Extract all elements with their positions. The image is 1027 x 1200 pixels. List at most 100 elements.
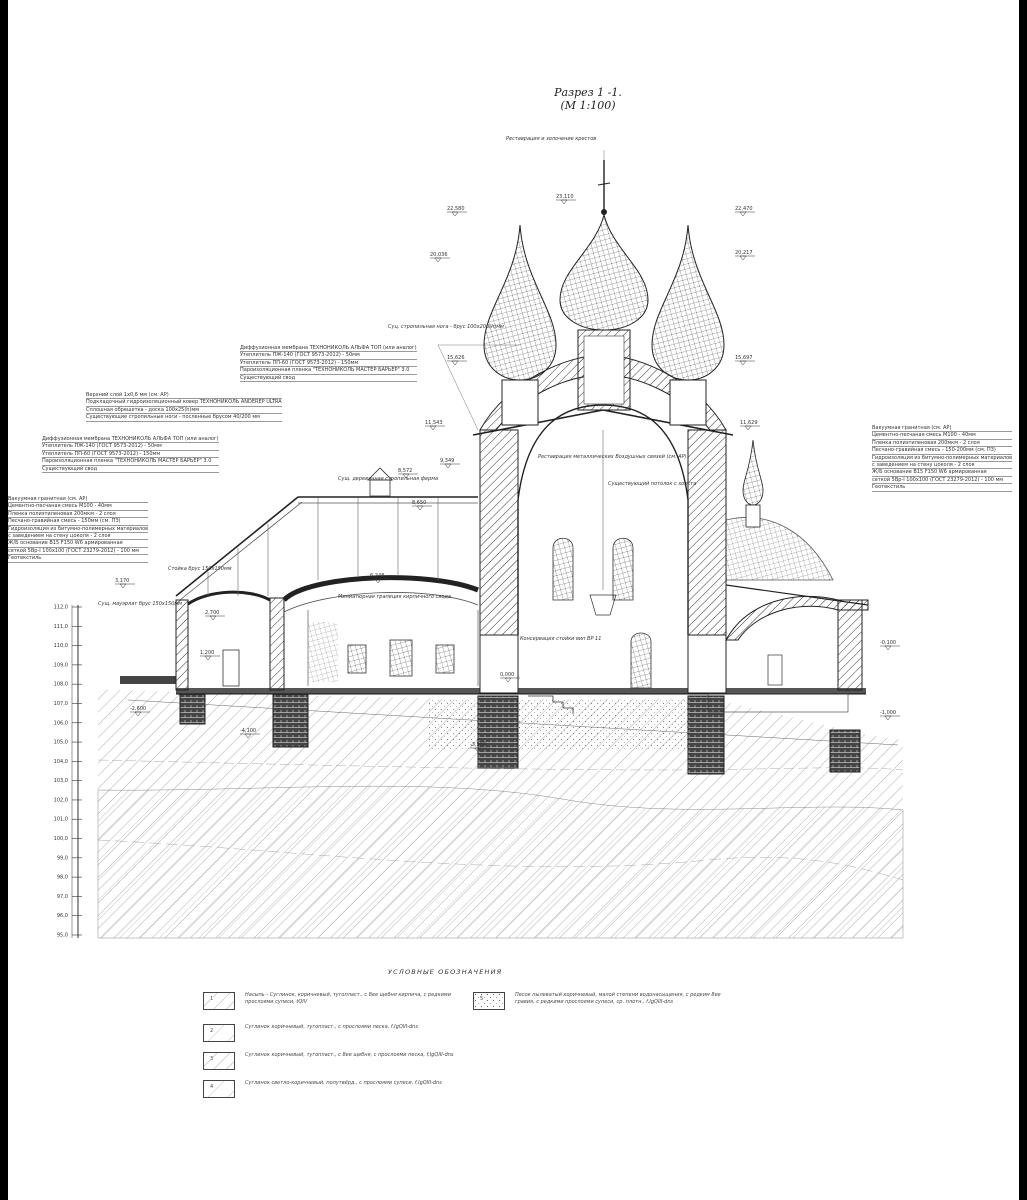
elevation-mark <box>447 360 467 366</box>
scale-tick-label: 108,0 <box>54 682 68 688</box>
scale-tick-label: 101,0 <box>54 817 68 823</box>
callouts: Реставрация и золочение крестов Суц. стр… <box>98 136 696 642</box>
note-roof-slope: Верхний слой 1x0,6 мм (см. АР) Подкладоч… <box>86 392 282 422</box>
elevation-label: 22,580 <box>447 206 465 212</box>
elevation-mark <box>130 711 150 717</box>
scale-tick-label: 109,0 <box>54 662 68 668</box>
elevation-label: 6,248 <box>370 573 384 579</box>
elevation-mark <box>470 747 490 753</box>
elevation-label: 22,470 <box>735 206 753 212</box>
elevation-label: 11,629 <box>740 420 758 426</box>
note-roof-upper: Диффузионная мембрана ТЕХНОНИКОЛЬ АЛЬФА … <box>240 345 417 383</box>
scale-tick-label: 97,0 <box>57 894 68 900</box>
elevation-mark <box>735 360 755 366</box>
drawing-sheet: Разрез 1 -1. (М 1:100) <box>8 0 1019 1200</box>
legend-item-loam-1: 2 Суглинок коричневый, тугопласт., с про… <box>203 1024 460 1042</box>
elevation-mark <box>500 677 520 683</box>
elevation-label: -4,100 <box>240 728 256 734</box>
refectory-section <box>175 467 479 691</box>
legend-title: УСЛОВНЫЕ ОБОЗНАЧЕНИЯ <box>388 968 503 976</box>
elevation-mark <box>556 199 576 205</box>
elevation-mark <box>735 211 755 217</box>
scale-tick-label: 105,0 <box>54 740 68 746</box>
elevation-label: 11,543 <box>425 420 443 426</box>
foundations <box>179 691 861 775</box>
scale-tick-label: 111,0 <box>54 624 68 630</box>
section-scale: (М 1:100) <box>560 99 616 112</box>
elevation-mark <box>398 473 418 479</box>
elevation-mark <box>412 505 432 511</box>
elevation-label: 8,650 <box>412 500 426 506</box>
note-floor-right: Вакуумная гранитная (см. АР) Цементно-пе… <box>872 425 1013 492</box>
callout-stand: Стойка брус 150х150мм <box>168 566 232 572</box>
elevation-label: -1,000 <box>880 710 896 716</box>
scale-tick-label: 96,0 <box>57 913 68 919</box>
legend-swatch: 2 <box>203 1024 235 1042</box>
section-title: Разрез 1 -1. (М 1:100) <box>488 86 688 112</box>
elevation-label: 20,217 <box>735 250 753 256</box>
section-drawing: 112,0 111,0 110,0 109,0 108,0 107,0 106,0 105,0… <box>54 136 904 939</box>
section-title-line1: Разрез 1 -1. <box>554 86 622 99</box>
elevation-label: 8,572 <box>398 468 412 474</box>
callout-conservation: Консервация стойки вип ВР 11 <box>520 636 601 642</box>
elevation-label: -2,600 <box>130 706 146 712</box>
legend-item-loam-2: 3 Суглинок коричневый, тугопласт., с 8ее… <box>203 1052 460 1070</box>
note-floor-left: Вакуумная гранитная (см. АР) Цементно-пе… <box>8 496 149 563</box>
scale-tick-label: 98,0 <box>57 875 68 881</box>
floor-slab <box>120 676 866 713</box>
legend-item-loam-3: 4 Суглинок светло-коричневый, полутвёрд.… <box>203 1080 460 1098</box>
elevation-label: 2,700 <box>205 610 219 616</box>
elevation-markers: 22,580 23,110 22,470 20,036 20,217 15,626 15,6… <box>115 194 900 753</box>
scale-tick-label: 107,0 <box>54 701 68 707</box>
elevation-mark <box>880 645 900 651</box>
elevation-mark <box>430 257 450 263</box>
callout-vault: Миниатюрная трапеция кирпичного свода <box>338 594 451 600</box>
elevation-mark <box>240 733 260 739</box>
note-roof-lower: Диффузионная мембрана ТЕХНОНИКОЛЬ АЛЬФА … <box>42 436 219 474</box>
scale-tick-label: 106,0 <box>54 720 68 726</box>
elevation-label: 1,200 <box>200 650 214 656</box>
scale-tick-label: 110,0 <box>54 643 68 649</box>
scale-tick-label: 102,0 <box>54 797 68 803</box>
scale-tick-label: 103,0 <box>54 778 68 784</box>
callout-truss: Сущ. деревянная стропильная ферма <box>338 476 438 482</box>
elevation-label: 0,000 <box>500 672 514 678</box>
central-dome <box>559 160 649 411</box>
scale-tick-label: 99,0 <box>57 855 68 861</box>
scale-tick-label: 112,0 <box>54 605 68 611</box>
legend-swatch: 1 <box>203 992 235 1010</box>
elevation-mark <box>447 211 467 217</box>
legend-item-sand: 5 Песок пылеватый коричневый, малой степ… <box>473 992 730 1010</box>
callout-ties: Реставрация металлических Воздушных связ… <box>538 454 687 460</box>
callout-ceiling: Существующий потолок с холста <box>608 481 696 487</box>
elevation-mark <box>880 715 900 721</box>
elevation-scale: 112,0 111,0 110,0 109,0 108,0 107,0 106,0 105,0… <box>54 605 82 939</box>
elevation-mark <box>200 655 220 661</box>
callout-cross: Реставрация и золочение крестов <box>506 136 596 142</box>
elevation-mark <box>425 425 445 431</box>
elevation-label: 3,170 <box>115 578 129 584</box>
scale-tick-label: 104,0 <box>54 759 68 765</box>
side-domes <box>483 224 725 426</box>
elevation-label: 15,697 <box>735 355 753 361</box>
callout-purlin: Сущ. мауэрлат брус 150х150мм <box>98 601 182 607</box>
callout-dome-rafter: Суц. стропильная нога - брус 100х200(h)м… <box>388 324 504 330</box>
legend-item-fill: 1 Насыпь - Суглинок, коричневый, тугопла… <box>203 992 460 1010</box>
elevation-label: 9,349 <box>440 458 454 464</box>
altar-apse <box>725 439 869 691</box>
elevation-mark <box>740 425 760 431</box>
elevation-mark <box>205 615 225 621</box>
elevation-label: 23,110 <box>556 194 574 200</box>
legend-swatch: 5 <box>473 992 505 1010</box>
scale-tick-label: 100,0 <box>54 836 68 842</box>
elevation-label: 15,626 <box>447 355 465 361</box>
scale-tick-label: 95,0 <box>57 933 68 939</box>
elevation-mark <box>440 463 460 469</box>
elevation-label: 20,036 <box>430 252 448 258</box>
elevation-mark <box>370 578 390 584</box>
elevation-label: -0,100 <box>880 640 896 646</box>
elevation-label: -3,500 <box>470 742 486 748</box>
elevation-mark <box>115 583 135 589</box>
legend-swatch: 3 <box>203 1052 235 1070</box>
elevation-mark <box>735 255 755 261</box>
